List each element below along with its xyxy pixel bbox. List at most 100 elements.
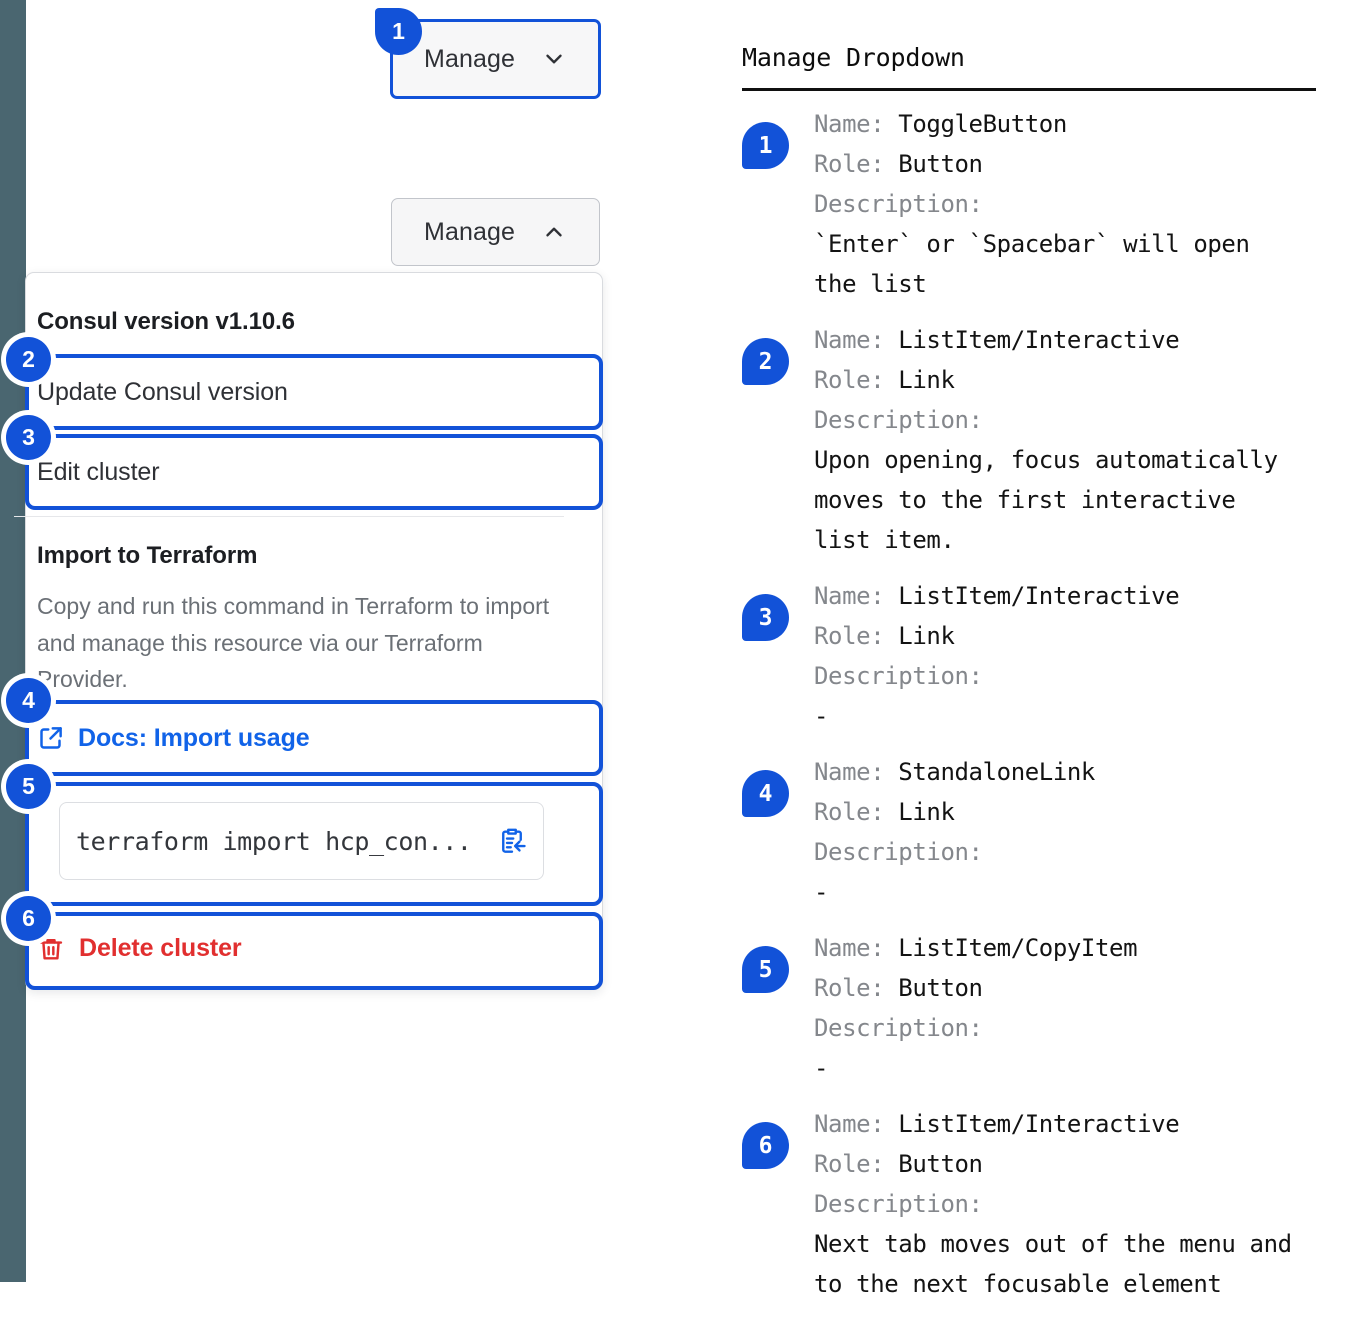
docs-import-usage-label: Docs: Import usage bbox=[78, 724, 310, 752]
menu-item-edit-cluster[interactable]: Edit cluster bbox=[37, 458, 160, 486]
legend-role-line-key: Role: bbox=[814, 150, 899, 178]
legend-name-line-key: Name: bbox=[814, 758, 899, 786]
legend-badge-6: 6 bbox=[742, 1122, 789, 1169]
trash-icon bbox=[37, 935, 65, 963]
legend-badge-1: 1 bbox=[742, 122, 789, 169]
terraform-command-copy-box[interactable]: terraform import hcp_con... bbox=[59, 802, 544, 880]
legend-name-line-key: Name: bbox=[814, 326, 899, 354]
legend-role-line: Role: Link bbox=[814, 792, 1342, 832]
legend-description-label: Description: bbox=[814, 190, 983, 218]
legend-role-line-key: Role: bbox=[814, 622, 899, 650]
legend-role-line: Role: Button bbox=[814, 1144, 1342, 1184]
menu-item-update-consul-version[interactable]: Update Consul version bbox=[37, 378, 288, 406]
menu-item-delete-cluster[interactable]: Delete cluster bbox=[37, 934, 242, 963]
legend-name-line-value: ToggleButton bbox=[898, 110, 1067, 138]
legend-name-line-value: ListItem/Interactive bbox=[898, 326, 1180, 354]
legend-badge-3: 3 bbox=[742, 594, 789, 641]
external-link-icon bbox=[37, 725, 64, 752]
app-left-rail bbox=[0, 0, 26, 1282]
legend-badge-col: 2 bbox=[742, 320, 814, 385]
legend-name-line: Name: ListItem/CopyItem bbox=[814, 928, 1342, 968]
marker-badge-2: 2 bbox=[6, 337, 51, 382]
legend-name-line: Name: ToggleButton bbox=[814, 104, 1342, 144]
legend-title-rule bbox=[742, 88, 1316, 91]
manage-toggle-button-open[interactable]: Manage bbox=[391, 198, 600, 266]
manage-toggle-label: Manage bbox=[424, 44, 515, 73]
marker-badge-3: 3 bbox=[6, 415, 51, 460]
legend-role-line-value: Link bbox=[898, 798, 955, 826]
menu-item-docs-import-usage[interactable]: Docs: Import usage bbox=[37, 724, 310, 753]
legend-name-line-key: Name: bbox=[814, 582, 899, 610]
legend-role-line: Role: Button bbox=[814, 144, 1342, 184]
legend-name-line: Name: ListItem/Interactive bbox=[814, 320, 1342, 360]
menu-divider bbox=[14, 516, 564, 517]
legend-role-line-key: Role: bbox=[814, 798, 899, 826]
legend-role-line-key: Role: bbox=[814, 366, 899, 394]
legend-description-text: Upon opening, focus automatically moves … bbox=[814, 446, 1278, 554]
chevron-up-icon bbox=[541, 219, 567, 245]
legend-description-label: Description: bbox=[814, 662, 983, 690]
legend-badge-4: 4 bbox=[742, 770, 789, 817]
legend-role-line: Role: Button bbox=[814, 968, 1342, 1008]
legend-role-line-value: Button bbox=[898, 150, 983, 178]
menu-section-title-consul-version: Consul version v1.10.6 bbox=[37, 308, 295, 335]
legend-badge-col: 1 bbox=[742, 104, 814, 169]
legend-badge-col: 4 bbox=[742, 752, 814, 817]
menu-section-title-import-terraform: Import to Terraform bbox=[37, 542, 258, 569]
legend-description-label: Description: bbox=[814, 406, 983, 434]
legend-role-line: Role: Link bbox=[814, 616, 1342, 656]
legend-role-line-value: Link bbox=[898, 366, 955, 394]
legend-name-line-key: Name: bbox=[814, 110, 899, 138]
manage-toggle-button-closed[interactable]: Manage bbox=[390, 19, 601, 99]
legend-role-line-value: Button bbox=[898, 1150, 983, 1178]
legend-role-line: Role: Link bbox=[814, 360, 1342, 400]
legend-role-line-key: Role: bbox=[814, 1150, 899, 1178]
legend-name-line-value: ListItem/Interactive bbox=[898, 582, 1180, 610]
legend-badge-2: 2 bbox=[742, 338, 789, 385]
delete-cluster-label: Delete cluster bbox=[79, 934, 242, 962]
marker-badge-6: 6 bbox=[6, 896, 51, 941]
legend-badge-col: 5 bbox=[742, 928, 814, 993]
legend-name-line-value: StandaloneLink bbox=[898, 758, 1095, 786]
legend-role-line-value: Button bbox=[898, 974, 983, 1002]
legend-description-text: `Enter` or `Spacebar` will open the list bbox=[814, 230, 1250, 298]
legend-description-text: Next tab moves out of the menu and to th… bbox=[814, 1230, 1292, 1298]
legend-badge-col: 3 bbox=[742, 576, 814, 641]
legend-role-line-key: Role: bbox=[814, 974, 899, 1002]
legend-description-text: - bbox=[814, 878, 829, 906]
manage-toggle-open-label: Manage bbox=[424, 217, 515, 246]
legend-role-line-value: Link bbox=[898, 622, 955, 650]
legend-description-text: - bbox=[814, 702, 829, 730]
menu-terraform-description: Copy and run this command in Terraform t… bbox=[37, 593, 550, 692]
legend-description-label: Description: bbox=[814, 1014, 983, 1042]
legend-description-text: - bbox=[814, 1054, 829, 1082]
terraform-command-text: terraform import hcp_con... bbox=[76, 826, 472, 856]
marker-badge-4: 4 bbox=[6, 678, 51, 723]
legend-name-line: Name: ListItem/Interactive bbox=[814, 576, 1342, 616]
legend-name-line: Name: StandaloneLink bbox=[814, 752, 1342, 792]
component-mock-pane: 1 Manage Manage Consul version v1.10.6 U… bbox=[0, 0, 700, 1282]
legend-name-line-key: Name: bbox=[814, 1110, 899, 1138]
chevron-down-icon bbox=[541, 46, 567, 72]
legend-name-line: Name: ListItem/Interactive bbox=[814, 1104, 1342, 1144]
copy-to-clipboard-icon[interactable] bbox=[497, 826, 527, 856]
legend-badge-5: 5 bbox=[742, 946, 789, 993]
legend-title: Manage Dropdown bbox=[742, 43, 965, 72]
legend-name-line-key: Name: bbox=[814, 934, 899, 962]
legend-name-line-value: ListItem/CopyItem bbox=[898, 934, 1138, 962]
marker-badge-1: 1 bbox=[375, 8, 422, 55]
